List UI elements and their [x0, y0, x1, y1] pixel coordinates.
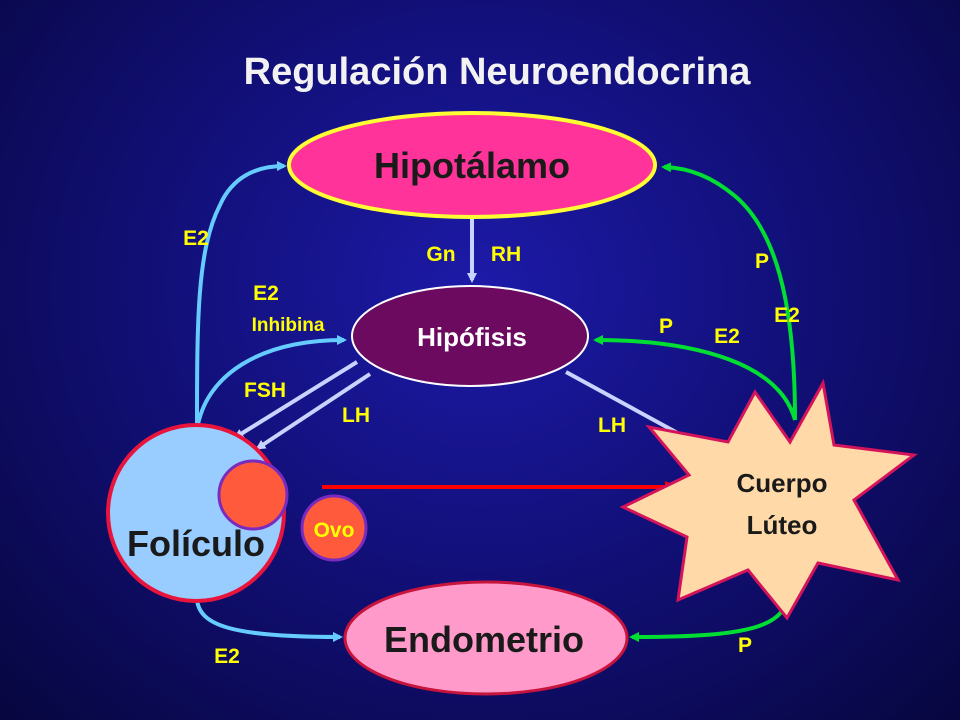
endometrio-label: Endometrio	[384, 619, 584, 660]
arrow-foliculo-hipotalamo	[195, 161, 287, 431]
ovo-node	[300, 494, 368, 562]
ovo-label: Ovo	[314, 519, 355, 542]
endometrio-node	[343, 580, 629, 696]
arrow-fsh	[233, 360, 359, 439]
label-rh: RH	[491, 243, 521, 266]
label-p-right-top: P	[755, 250, 769, 273]
label-e2-inhibina: E2	[253, 282, 279, 305]
label-inhibina: Inhibina	[252, 315, 325, 336]
arrow-foliculo-endometrio	[195, 599, 343, 642]
arrow-cuerpo-endometrio	[629, 589, 792, 642]
ovocito-shape	[217, 459, 289, 531]
label-lh-left: LH	[342, 404, 370, 427]
hipofisis-label: Hipófisis	[417, 322, 527, 352]
hipotalamo-node	[287, 111, 657, 219]
hipotalamo-label: Hipotálamo	[374, 145, 570, 186]
label-gn: Gn	[426, 243, 455, 266]
page-title: Regulación Neuroendocrina	[244, 51, 752, 93]
label-e2-bottom: E2	[214, 645, 240, 668]
label-e2-left-top: E2	[183, 227, 209, 250]
cuerpo-luteo-node	[619, 378, 918, 621]
cuerpo-luteo-label-line1: Cuerpo	[737, 468, 828, 498]
label-p-bottom: P	[738, 634, 752, 657]
label-p-hipofisis: P	[659, 315, 673, 338]
label-fsh: FSH	[244, 379, 286, 402]
cuerpo-luteo-label-line2: Lúteo	[747, 510, 818, 540]
foliculo-label: Folículo	[127, 523, 265, 564]
arrow-foliculo-hipofisis	[195, 335, 347, 431]
arrow-cuerpo-hipotalamo	[661, 162, 797, 421]
label-e2-right-top: E2	[774, 304, 800, 327]
label-lh-right: LH	[598, 414, 626, 437]
arrow-lh-foliculo	[255, 372, 372, 450]
hipofisis-node	[351, 285, 589, 387]
arrow-cuerpo-hipofisis	[593, 335, 797, 421]
label-e2-hipofisis: E2	[714, 325, 740, 348]
